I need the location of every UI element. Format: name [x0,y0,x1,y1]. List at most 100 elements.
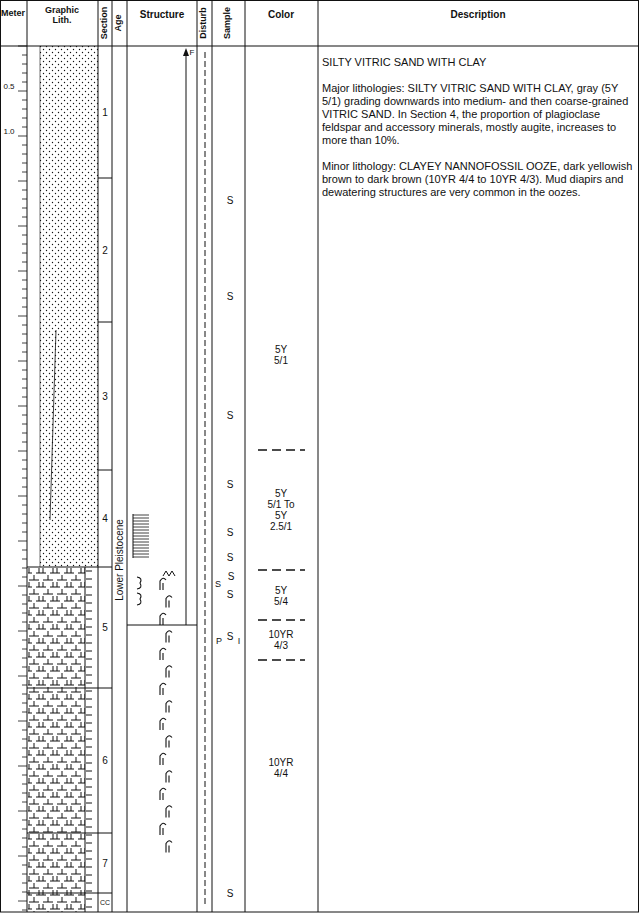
mud-diapir [137,577,141,589]
lamination [133,515,149,516]
meter-tick [22,892,27,893]
sample-code: S [227,410,234,421]
section-boundary [98,893,112,894]
meter-tick [22,388,27,389]
column-rule [212,0,213,912]
meter-tick [22,550,27,551]
column-header: Structure [140,9,184,20]
sample-code: S [227,527,234,538]
depth-label: 1.0 [3,128,14,137]
sample-code: S [228,571,235,582]
section-boundary [98,178,112,179]
meter-tick [22,685,27,686]
dewatering-structure [160,823,166,835]
dewatering-structure [166,666,172,678]
meter-tick [18,271,27,272]
sand-pattern [40,46,98,567]
column-rule [197,0,198,912]
meter-tick [22,649,27,650]
lamination [133,545,149,546]
meter-tick [22,379,27,380]
color-code: 5Y 5/4 [267,585,295,607]
meter-tick [22,739,27,740]
meter-tick [22,910,27,911]
column-header: Disturb [199,7,209,39]
lamination [133,521,149,522]
meter-tick [22,847,27,848]
lamination [133,542,149,543]
meter-tick [22,118,27,119]
structure-code: F [190,49,195,58]
meter-tick [22,55,27,56]
meter-tick [18,541,27,542]
lamination [133,518,149,519]
meter-tick [22,829,27,830]
description-text: Minor lithology: CLAYEY NANNOFOSSIL OOZE… [322,160,634,199]
lamination [133,557,149,558]
column-rule [318,0,319,912]
meter-tick [22,523,27,524]
dewatering-structure [160,788,166,800]
meter-tick [22,532,27,533]
section-number: 4 [102,513,108,524]
meter-tick [18,46,27,47]
lamination [133,554,149,555]
meter-tick [22,415,27,416]
column-header: Graphic Lith. [37,6,87,26]
meter-tick [18,361,27,362]
mud-diapir [137,593,141,605]
meter-tick [18,721,27,722]
meter-tick [22,820,27,821]
section-boundary [98,567,112,568]
dewatering-structure [166,806,172,818]
meter-tick [22,487,27,488]
meter-tick [22,874,27,875]
meter-tick [22,235,27,236]
meter-tick [22,442,27,443]
meter-tick [18,631,27,632]
meter-tick [22,703,27,704]
meter-tick [22,469,27,470]
section-boundary [98,833,112,834]
meter-tick [18,676,27,677]
meter-tick [22,658,27,659]
lith-boundary [27,893,98,894]
dewatering-structure [160,718,166,730]
structure-boundary [127,625,197,626]
meter-tick [22,424,27,425]
meter-tick [22,514,27,515]
lamination [133,539,149,540]
lith-boundary [27,688,98,689]
meter-tick [22,748,27,749]
sample-code: S [227,888,234,899]
meter-tick [22,100,27,101]
meter-tick [22,559,27,560]
flame-structure [163,571,175,576]
meter-tick [18,901,27,902]
column-header: Section [100,7,110,40]
section-number: 6 [102,755,108,766]
clay-pattern [85,567,98,912]
meter-tick [22,217,27,218]
meter-tick [22,334,27,335]
sample-code: S [227,631,234,642]
dewatering-structure [166,771,172,783]
meter-tick [22,307,27,308]
meter-tick [22,253,27,254]
meter-tick [22,613,27,614]
meter-tick [22,73,27,74]
color-boundary [258,449,305,450]
description-block: SILTY VITRIC SAND WITH CLAYMajor litholo… [322,56,634,212]
meter-tick [22,775,27,776]
meter-tick [18,91,27,92]
color-boundary [258,569,305,570]
dewatering-structure [166,736,172,748]
lamination [133,524,149,525]
meter-tick [18,226,27,227]
column-header: Age [114,14,124,31]
section-boundary [98,322,112,323]
description-text: Major lithologies: SILTY VITRIC SAND WIT… [322,82,634,147]
meter-tick [22,883,27,884]
